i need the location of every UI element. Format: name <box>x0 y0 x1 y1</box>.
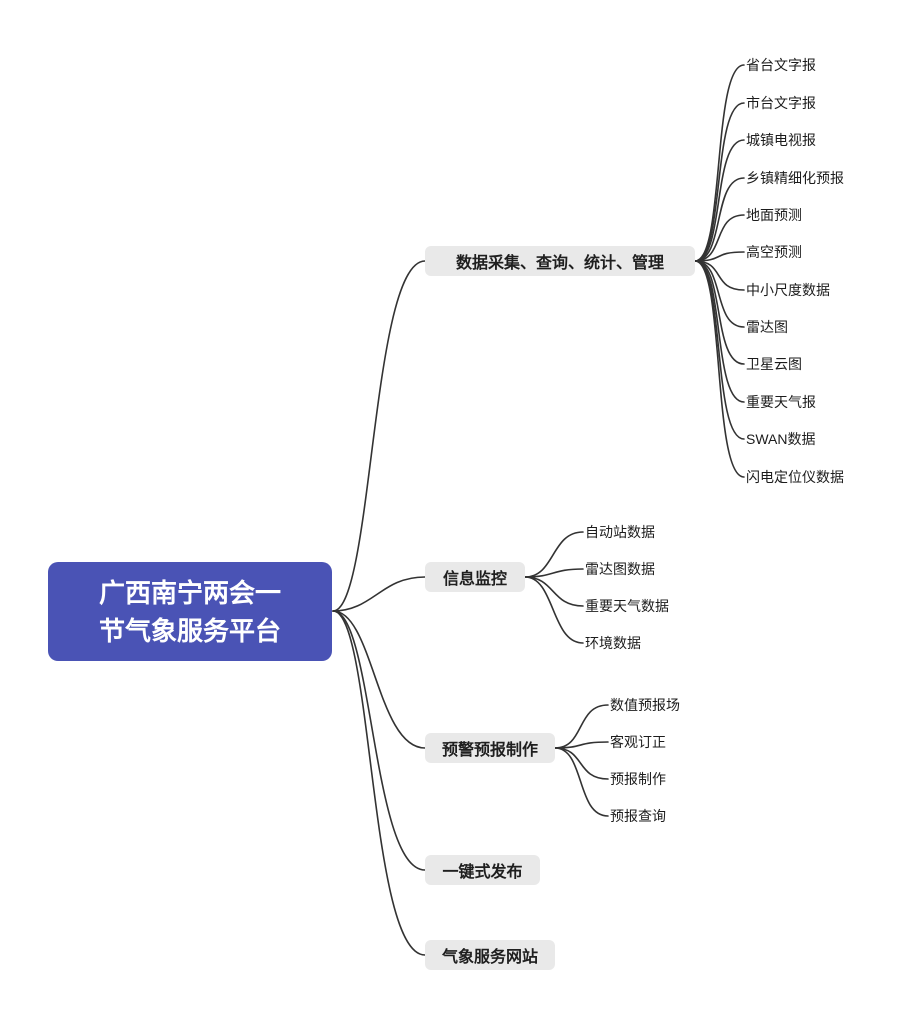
leaf-node[interactable]: 重要天气数据 <box>585 598 669 614</box>
branch-node-info-monitoring[interactable]: 信息监控 <box>425 562 525 592</box>
branch-node-data-collection[interactable]: 数据采集、查询、统计、管理 <box>425 246 695 276</box>
leaf-node[interactable]: SWAN数据 <box>746 431 816 447</box>
leaf-node[interactable]: 市台文字报 <box>746 95 816 111</box>
connector-curve <box>554 747 609 780</box>
connector-curve <box>694 260 745 365</box>
leaf-node[interactable]: 自动站数据 <box>585 524 655 540</box>
connector-curve <box>332 576 426 612</box>
connector-curve <box>694 139 745 262</box>
connector-curve <box>694 64 745 262</box>
connector-curve <box>694 214 745 262</box>
connector-curve <box>332 610 426 749</box>
root-node[interactable]: 广西南宁两会一节气象服务平台 <box>48 562 332 661</box>
leaf-node[interactable]: 地面预测 <box>746 207 802 223</box>
leaf-node[interactable]: 雷达图 <box>746 319 788 335</box>
connector-curve <box>524 531 584 578</box>
leaf-node[interactable]: 数值预报场 <box>610 697 680 713</box>
branch-node-weather-service-website[interactable]: 气象服务网站 <box>425 940 555 970</box>
leaf-node[interactable]: 中小尺度数据 <box>746 282 830 298</box>
connector-curve <box>554 741 609 749</box>
connector-curve <box>694 177 745 262</box>
connector-curve <box>554 747 609 817</box>
leaf-node[interactable]: 环境数据 <box>585 635 641 651</box>
connector-curve <box>332 260 426 612</box>
connector-curve <box>524 576 584 644</box>
connector-curve <box>524 576 584 607</box>
leaf-node[interactable]: 乡镇精细化预报 <box>746 170 844 186</box>
leaf-node[interactable]: 城镇电视报 <box>746 132 816 148</box>
leaf-node[interactable]: 高空预测 <box>746 244 802 260</box>
leaf-node[interactable]: 重要天气报 <box>746 394 816 410</box>
branch-node-one-click-publish[interactable]: 一键式发布 <box>425 855 540 885</box>
connector-curve <box>332 610 426 956</box>
leaf-node[interactable]: 预报查询 <box>610 808 666 824</box>
connector-curve <box>694 260 745 440</box>
branch-node-warning-forecast[interactable]: 预警预报制作 <box>425 733 555 763</box>
leaf-node[interactable]: 卫星云图 <box>746 356 802 372</box>
connector-curve <box>694 102 745 262</box>
connector-curve <box>332 610 426 871</box>
connector-curve <box>694 251 745 262</box>
leaf-node[interactable]: 闪电定位仪数据 <box>746 469 844 485</box>
leaf-node[interactable]: 雷达图数据 <box>585 561 655 577</box>
leaf-node[interactable]: 客观订正 <box>610 734 666 750</box>
connector-curve <box>694 260 745 291</box>
connector-curve <box>524 568 584 578</box>
leaf-node[interactable]: 省台文字报 <box>746 57 816 73</box>
connector-curve <box>554 704 609 749</box>
connector-curve <box>694 260 745 328</box>
leaf-node[interactable]: 预报制作 <box>610 771 666 787</box>
connector-curve <box>694 260 745 403</box>
connector-curve <box>694 260 745 478</box>
